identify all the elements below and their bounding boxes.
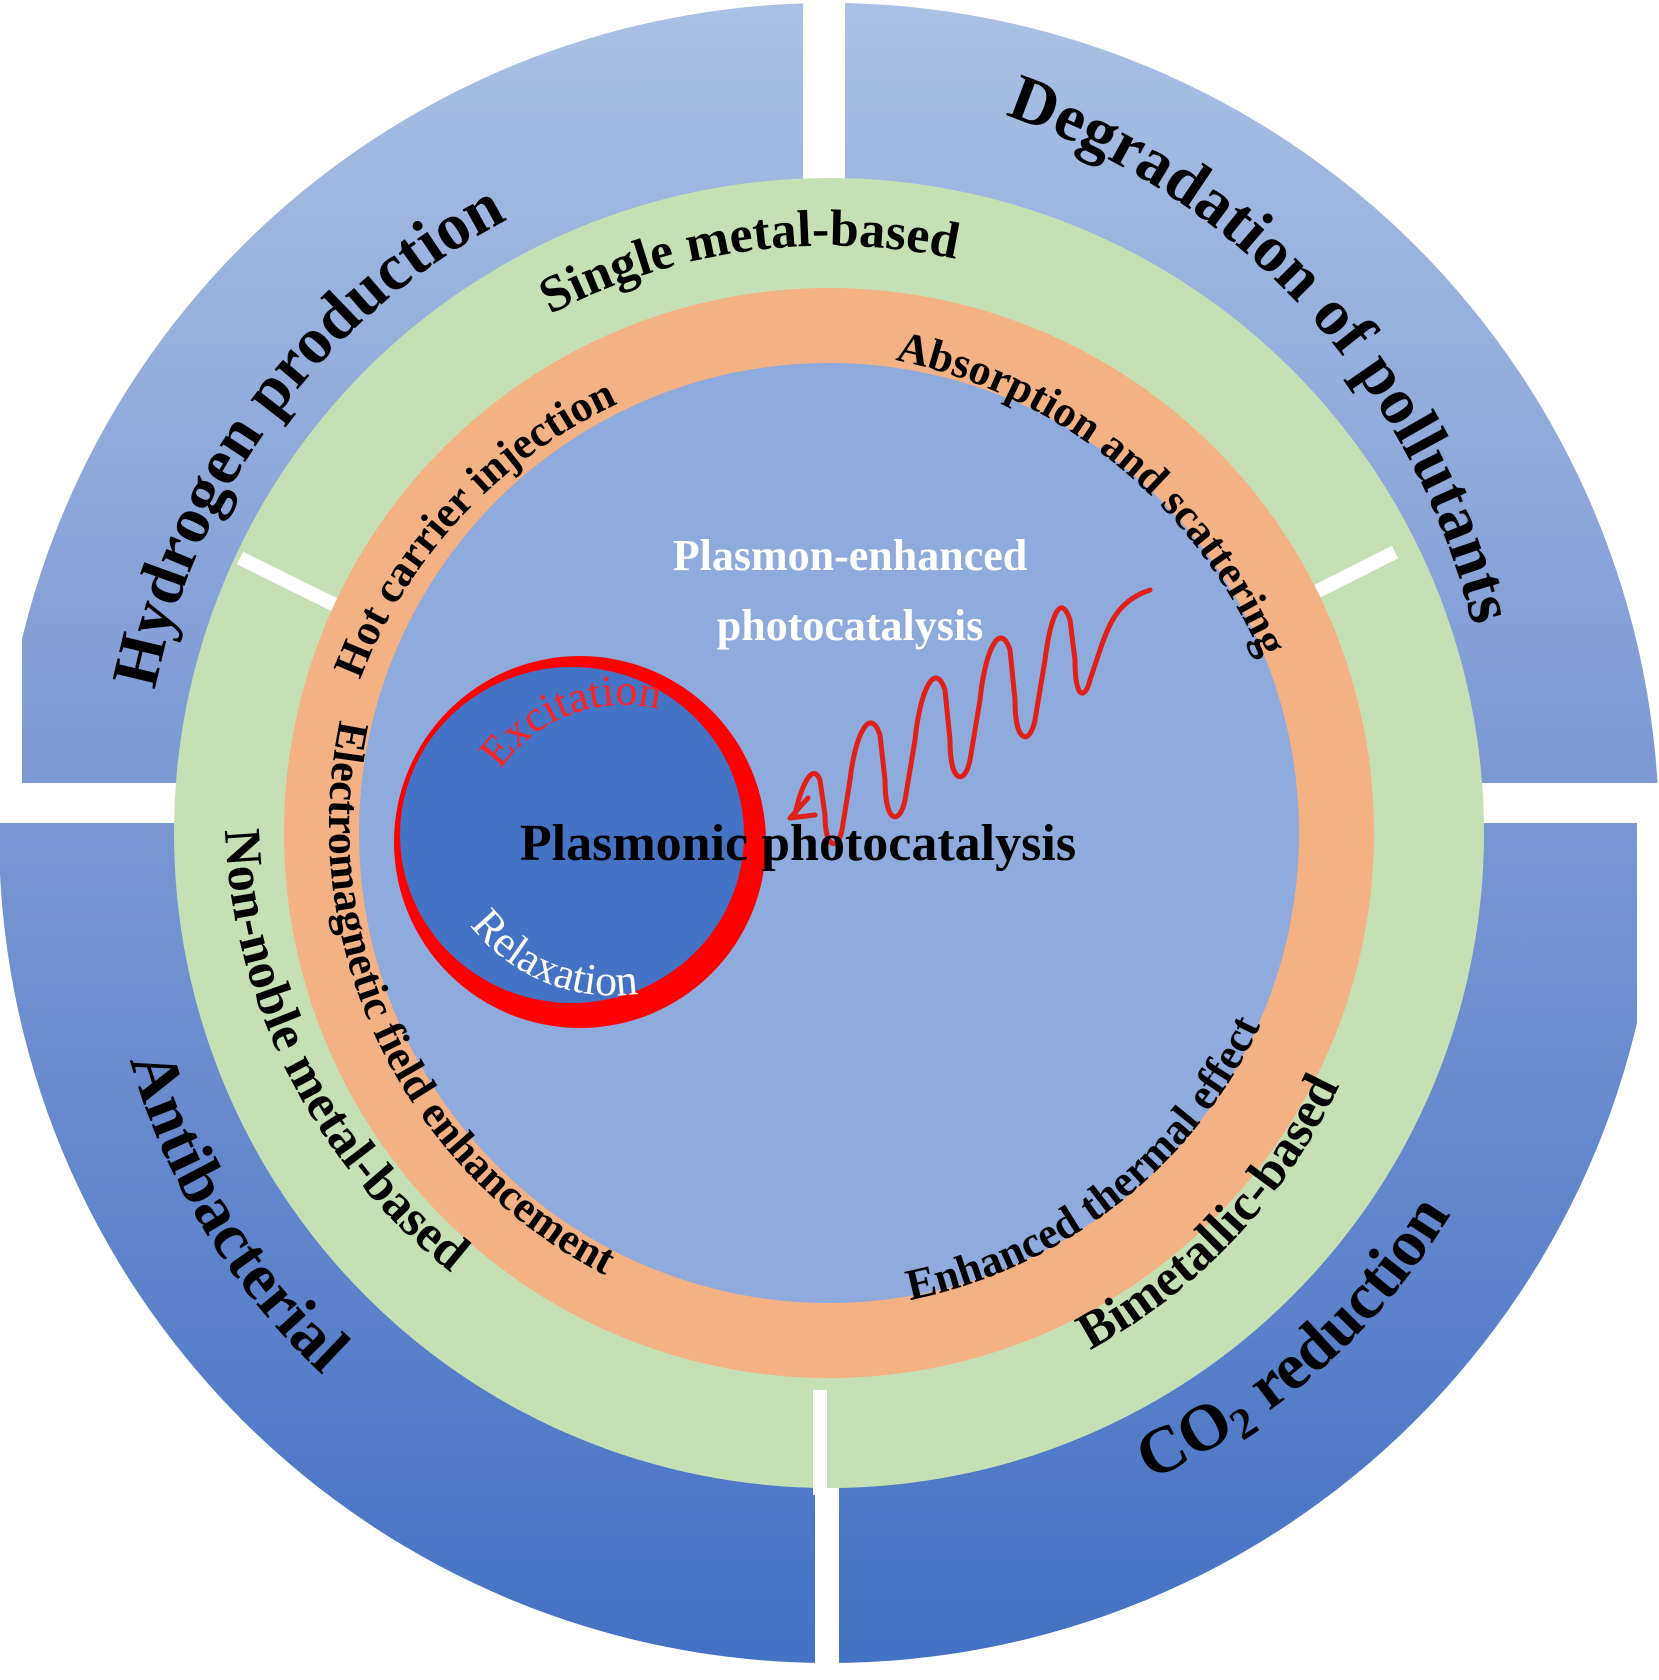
center-title: Plasmonic photocatalysis xyxy=(520,815,1076,872)
outer-corner-br xyxy=(1637,823,1659,1680)
arrow-head-icon xyxy=(787,795,818,821)
subtitle-line-2: photocatalysis xyxy=(717,601,983,650)
light-wave-icon xyxy=(792,587,1153,846)
sphere-core xyxy=(400,667,744,1003)
outer-corner-tl xyxy=(0,0,22,783)
outer-gap-horizontal-left xyxy=(0,783,180,823)
subtitle-line-1: Plasmon-enhanced xyxy=(673,531,1027,580)
green-gap-left xyxy=(236,551,339,612)
outer-gap-vertical-top xyxy=(803,0,845,180)
outer-gap-horizontal-right xyxy=(1480,783,1659,823)
